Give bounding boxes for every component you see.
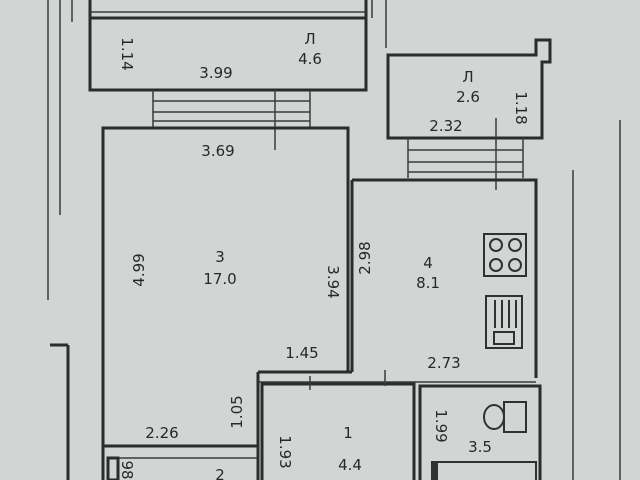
dim-partial-right: 2 (215, 466, 225, 480)
bath (418, 384, 542, 480)
dim-loggia-width: 3.99 (199, 64, 232, 82)
kitchen-4 (256, 178, 538, 480)
dim-bath-height: 1.99 (432, 409, 450, 442)
loggia-top-area: 4.6 (298, 50, 322, 68)
dim-room-3-width: 3.69 (201, 142, 234, 160)
bathtub-icon (431, 461, 537, 480)
kitchen-4-area: 8.1 (416, 274, 440, 292)
exterior-lines (47, 0, 621, 480)
hall-1-name: 1 (343, 424, 353, 442)
dim-niche: 1.05 (228, 395, 246, 428)
balcony-name: Л (462, 68, 473, 86)
sink-icon (485, 295, 523, 349)
hall-1 (260, 370, 416, 480)
room-labels: Л 4.6 Л 2.6 3 17.0 4 8.1 1 4.4 3.5 (203, 30, 492, 474)
bath-area: 3.5 (468, 438, 492, 456)
dim-room-3-left: 4.99 (130, 253, 148, 286)
dim-balcony-width: 2.32 (429, 117, 462, 135)
dim-lower-width: 2.26 (145, 424, 178, 442)
dim-partial-left: 98 (118, 460, 136, 479)
balcony (386, 38, 552, 190)
dim-corridor: 1.45 (285, 344, 318, 362)
stove-icon (483, 233, 527, 277)
room-3 (101, 126, 350, 480)
loggia-top (88, 0, 368, 92)
column (106, 456, 120, 480)
passage-top (152, 90, 311, 150)
room-3-area: 17.0 (203, 270, 236, 288)
dim-balcony-height: 1.18 (512, 91, 530, 124)
loggia-top-name: Л (304, 30, 315, 48)
room-3-name: 3 (215, 248, 225, 266)
balcony-area: 2.6 (456, 88, 480, 106)
dim-hall-height: 1.93 (276, 435, 294, 468)
toilet-icon (483, 401, 527, 433)
dimension-labels: 1.14 3.99 1.18 2.32 3.69 4.99 3.94 2.98 … (118, 37, 530, 480)
kitchen-4-name: 4 (423, 254, 433, 272)
dim-room-3-right: 3.94 (324, 265, 342, 298)
hall-1-area: 4.4 (338, 456, 362, 474)
dim-kitchen-width: 2.73 (427, 354, 460, 372)
dim-kitchen-height: 2.98 (356, 241, 374, 274)
dim-loggia-height: 1.14 (118, 37, 136, 70)
